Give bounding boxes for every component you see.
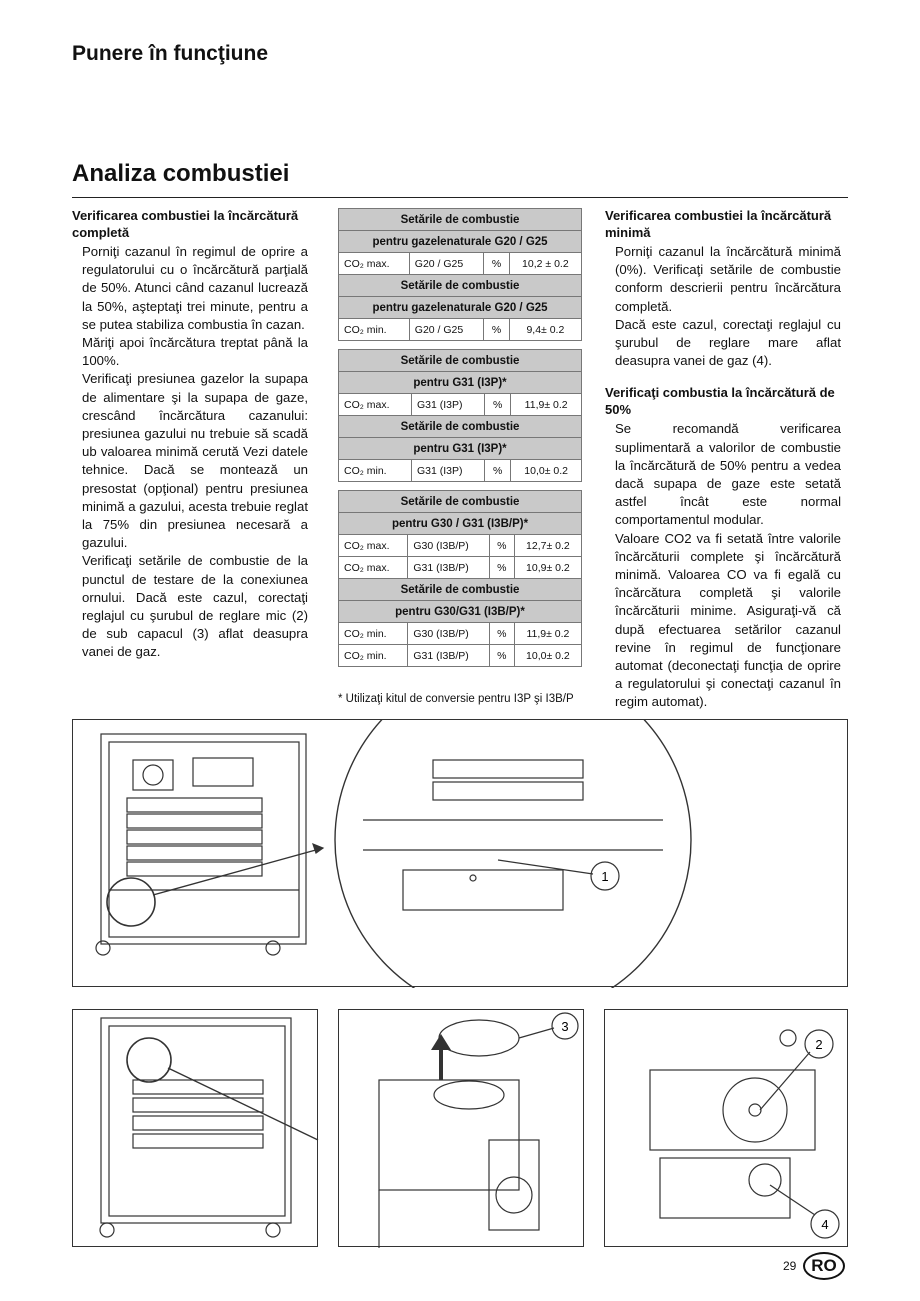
table-header-cell: Setările de combustie [338, 578, 582, 601]
table-row: pentru G31 (I3P)* [338, 437, 582, 460]
paragraph: Măriţi apoi încărcătura treptat până la … [82, 335, 308, 369]
table-header-cell: pentru G30 / G31 (I3B/P)* [338, 512, 582, 535]
gas-valve-cover-drawing: 3 [378, 1012, 579, 1248]
table-row: CO₂ max.G20 / G25%10,2 ± 0.2 [338, 252, 583, 275]
table-cell: % [488, 534, 515, 557]
table-row: Setările de combustie [338, 349, 582, 372]
paragraph: Valoare CO2 va fi setată între valorile … [615, 530, 841, 710]
table-cell: CO₂ min. [338, 318, 410, 341]
table-cell: CO₂ min. [338, 459, 412, 482]
full-load-heading: Verificarea combustiei la încărcătură co… [72, 208, 299, 240]
table-cell: 9,4± 0.2 [508, 318, 583, 341]
table-row: CO₂ min.G20 / G25%9,4± 0.2 [338, 318, 583, 341]
half-load-heading: Verificaţi combustia la încărcătură de 5… [605, 385, 835, 418]
table-header-cell: Setările de combustie [338, 490, 582, 513]
table-cell: CO₂ max. [337, 556, 409, 579]
table-row: pentru gazelenaturale G20 / G25 [338, 230, 582, 253]
table-row: Setările de combustie [338, 415, 582, 438]
table-header-cell: pentru gazelenaturale G20 / G25 [338, 296, 582, 319]
table-cell: % [488, 644, 515, 667]
table-row: Setările de combustie [338, 490, 582, 513]
figure-boiler-detail: 1 [72, 661, 848, 1019]
language-badge: RO [803, 1252, 845, 1280]
figure-gas-valve-cover: 3 [338, 1009, 584, 1248]
table-cell: 10,9± 0.2 [513, 556, 583, 579]
table-header-cell: Setările de combustie [338, 349, 582, 372]
table-cell: % [483, 252, 510, 275]
table-row: Setările de combustie [338, 274, 582, 297]
table-header-cell: pentru G30/G31 (I3B/P)* [338, 600, 582, 623]
table-row: CO₂ max.G31 (I3P)%11,9± 0.2 [338, 393, 582, 416]
table-cell: 12,7± 0.2 [513, 534, 583, 557]
table-cell: % [484, 459, 512, 482]
table-cell: CO₂ max. [338, 393, 412, 416]
table-row: pentru G30 / G31 (I3B/P)* [338, 512, 582, 535]
table-row: pentru G30/G31 (I3B/P)* [338, 600, 582, 623]
table-row: CO₂ min.G31 (I3P)%10,0± 0.2 [338, 459, 582, 482]
boiler-front-drawing [99, 1017, 319, 1238]
table-cell: % [488, 556, 515, 579]
column-right: Verificarea combustiei la încărcătură mi… [605, 207, 841, 712]
table-cell: G31 (I3B/P) [407, 556, 490, 579]
table-cell: G31 (I3B/P) [407, 644, 490, 667]
table-cell: G20 / G25 [408, 318, 485, 341]
table-cell: 10,0± 0.2 [513, 644, 583, 667]
table-cell: CO₂ min. [337, 644, 409, 667]
paragraph: Se recomandă verificarea suplimentară a … [615, 421, 841, 528]
figure-boiler-front [72, 1009, 319, 1247]
table-row: Setările de combustie [338, 578, 582, 601]
table-cell: CO₂ max. [338, 252, 410, 275]
table-row: CO₂ min.G31 (I3B/P)%10,0± 0.2 [337, 644, 583, 667]
table-row: CO₂ max.G31 (I3B/P)%10,9± 0.2 [337, 556, 583, 579]
table-cell: G20 / G25 [408, 252, 485, 275]
table-row: pentru gazelenaturale G20 / G25 [338, 296, 582, 319]
column-left: Verificarea combustiei la încărcătură co… [72, 207, 308, 662]
callout-1: 1 [601, 869, 608, 884]
title-rule [72, 197, 848, 198]
table-row: CO₂ max.G30 (I3B/P)%12,7± 0.2 [337, 534, 583, 557]
table-cell: % [483, 318, 510, 341]
gas-valve-screws-drawing: 2 4 [649, 1029, 840, 1239]
table-header-cell: pentru G31 (I3P)* [338, 371, 582, 394]
section-header: Punere în funcţiune [72, 42, 269, 65]
table-cell: CO₂ min. [337, 622, 409, 645]
table-cell: G31 (I3P) [410, 459, 486, 482]
footnote: * Utilizaţi kitul de conversie pentru I3… [338, 693, 574, 705]
paragraph: Verificaţi setările de combustie de la p… [82, 553, 308, 660]
table-header-cell: Setările de combustie [338, 274, 582, 297]
callout-2: 2 [815, 1037, 822, 1052]
table-cell: G30 (I3B/P) [407, 622, 490, 645]
page-number: 29 [783, 1259, 797, 1273]
table-cell: 10,2 ± 0.2 [508, 252, 583, 275]
paragraph: Verificaţi presiunea gazelor la supapa d… [82, 371, 308, 551]
paragraph: Porniţi cazanul în regimul de oprire a r… [82, 244, 308, 332]
table-cell: % [488, 622, 515, 645]
table-cell: 11,9± 0.2 [513, 622, 583, 645]
table-cell: G30 (I3B/P) [407, 534, 490, 557]
table-row: CO₂ min.G30 (I3B/P)%11,9± 0.2 [337, 622, 583, 645]
callout-3: 3 [561, 1019, 568, 1034]
table-row: Setările de combustie [338, 208, 582, 231]
page-title: Analiza combustiei [72, 160, 290, 187]
table-row: pentru G31 (I3P)* [338, 371, 582, 394]
table-cell: CO₂ max. [337, 534, 409, 557]
table-header-cell: pentru G31 (I3P)* [338, 437, 582, 460]
figure-gas-valve-screws: 2 4 [604, 1009, 848, 1247]
paragraph: Dacă este cazul, corectaţi reglajul cu ş… [615, 316, 841, 369]
table-cell: G31 (I3P) [410, 393, 486, 416]
table-cell: 11,9± 0.2 [510, 393, 582, 416]
boiler-drawing: 1 [95, 661, 692, 1019]
table-cell: 10,0± 0.2 [510, 459, 582, 482]
min-load-heading: Verificarea combustiei la încărcătură mi… [605, 208, 832, 240]
table-cell: % [484, 393, 512, 416]
table-header-cell: Setările de combustie [338, 208, 582, 231]
paragraph: Porniţi cazanul la încărcătură minimă (0… [615, 244, 841, 314]
table-header-cell: pentru gazelenaturale G20 / G25 [338, 230, 582, 253]
callout-4: 4 [821, 1217, 828, 1232]
table-header-cell: Setările de combustie [338, 415, 582, 438]
